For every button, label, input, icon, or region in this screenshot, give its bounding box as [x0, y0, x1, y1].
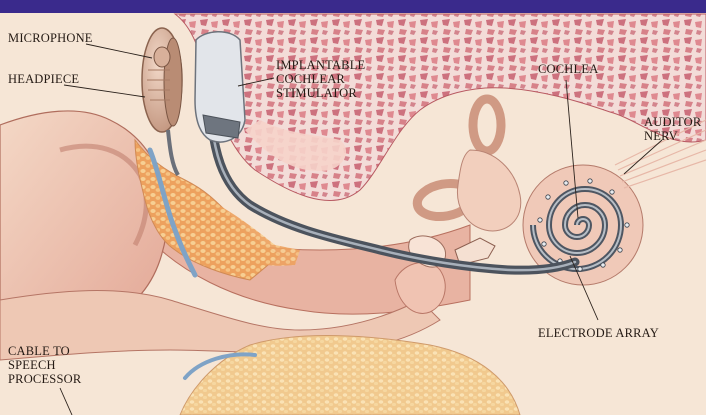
label-cable-to-speech-processor: CABLE TO SPEECH PROCESSOR [8, 344, 81, 386]
label-headpiece: HEADPIECE [8, 72, 79, 86]
label-microphone: MICROPHONE [8, 31, 93, 45]
label-electrode-array: ELECTRODE ARRAY [538, 326, 659, 340]
label-cochlea: COCHLEA [538, 62, 598, 76]
label-implantable-cochlear-stimulator: IMPLANTABLE COCHLEAR STIMULATOR [276, 58, 365, 100]
top-band [0, 0, 706, 13]
microphone-head [154, 47, 170, 67]
label-auditory-nerve: AUDITOR NERV [644, 115, 701, 143]
